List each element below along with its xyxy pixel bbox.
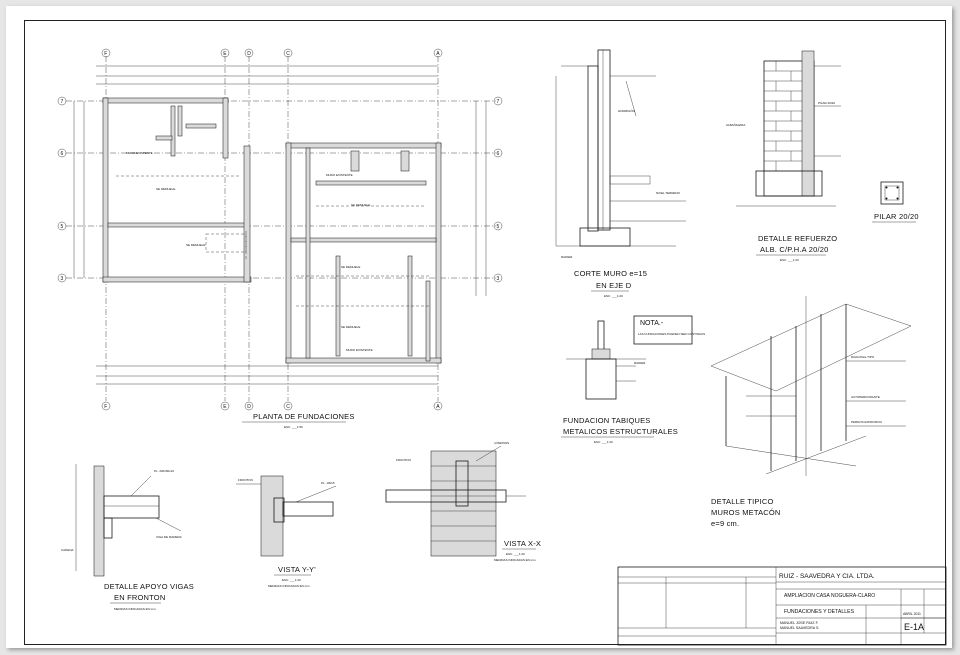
plan-title: PLANTA DE FUNDACIONES [253, 412, 355, 421]
corte-title: CORTE MURO e=15 [574, 269, 647, 278]
axis-label-3-right: 3 [497, 276, 500, 282]
metacon-wall-detail: DIAGONAL TIPO AUTOPERFORANTE PERNOS EXPA… [710, 296, 912, 528]
apoyo-subtitle: EN FRONTON [114, 593, 165, 602]
plan-label-demolish-4: SE DEMUELE [341, 325, 360, 329]
refuerzo-subtitle: ALB. C/P.H.A 20/20 [760, 245, 829, 254]
plan-label-wall-2: MURO EXISTENTE [326, 173, 353, 177]
svg-text:PL. 200x50x10: PL. 200x50x10 [154, 469, 174, 473]
architect-1: MANUEL JOSE RUIZ F. [780, 621, 819, 625]
axis-label-f-bottom: F [104, 404, 107, 410]
axis-label-d-top: D [247, 51, 251, 57]
svg-text:PL. 100x5: PL. 100x5 [321, 481, 335, 485]
plan-label-demolish-3: SE DEMUELE [341, 265, 360, 269]
tabiques-title: FUNDACION TABIQUES [563, 416, 651, 425]
vistayy-note: MEDIDAS INDICADAS EN mm [268, 584, 310, 588]
axis-label-a-bottom: A [436, 404, 440, 410]
axis-label-f-top: F [104, 51, 107, 57]
sheet-date: ABRIL 2011 [903, 612, 921, 616]
metacon-title: DETALLE TIPICO [711, 497, 774, 506]
note-title: NOTA.- [640, 320, 664, 327]
axis-label-e-bottom: E [223, 404, 227, 410]
tabiques-subtitle: METALICOS ESTRUCTURALES [563, 427, 678, 436]
axis-label-3-left: 3 [61, 276, 64, 282]
plan-label-demolish-5: SE DEMUELE [186, 243, 205, 247]
axis-label-5-right: 5 [497, 224, 500, 230]
axis-label-e-top: E [223, 51, 227, 57]
metacon-subtitle-2: e=9 cm. [711, 519, 739, 528]
svg-text:ALBAÑILERIA: ALBAÑILERIA [726, 122, 745, 127]
plan-scale: ESC: ___1:50 [284, 425, 303, 429]
axis-label-d-bottom: D [247, 404, 251, 410]
axis-label-a-top: A [436, 51, 440, 57]
beam-support-detail: PL. 200x50x10 VIGA DE MADERA CADENA DETA… [61, 464, 194, 611]
svg-text:DIAGONAL TIPO: DIAGONAL TIPO [851, 355, 875, 359]
svg-text:CADENA: CADENA [61, 548, 74, 552]
corte-scale: ESC: ___1:20 [604, 294, 623, 298]
note-text: LAS FUNDACIONES PUEDEN SER CONTINUAS [638, 332, 705, 336]
wall-section-detail: NIVEL TERRENO HORMIGÓN RADIER CORTE MURO… [555, 49, 686, 298]
svg-text:PERNOS EXPANSION: PERNOS EXPANSION [851, 420, 882, 424]
svg-text:RADIER: RADIER [634, 361, 646, 365]
view-xx-detail: 4 PERNOS FRONTON VISTA X-X ESC: ___1:20 … [385, 441, 541, 562]
title-block: RUIZ - SAAVEDRA Y CIA. LTDA. AMPLIACION … [617, 566, 947, 646]
svg-text:FRONTON: FRONTON [396, 458, 411, 462]
note-box: NOTA.- LAS FUNDACIONES PUEDEN SER CONTIN… [633, 315, 705, 345]
drawing-canvas: F E D C A F E D C A 7 6 5 3 7 6 5 3 [57, 48, 947, 646]
metacon-subtitle: MUROS METACÓN [711, 508, 781, 517]
view-yy-detail: PL. 100x5 FRONTON VISTA Y-Y' ESC: ___1:2… [236, 475, 337, 588]
plan-label-wall-1: MURO EXISTENTE [126, 151, 153, 155]
drawing-frame [24, 20, 946, 645]
pillar-title: PILAR 20/20 [874, 212, 919, 221]
sheet-content: FUNDACIONES Y DETALLES [784, 609, 855, 615]
vistaxx-title: VISTA X-X [504, 539, 541, 548]
axis-label-6-left: 6 [61, 151, 64, 157]
svg-text:4 PERNOS: 4 PERNOS [494, 441, 509, 445]
corte-subtitle: EN EJE D [596, 281, 632, 290]
svg-text:AUTOPERFORANTE: AUTOPERFORANTE [851, 395, 880, 399]
project-name: AMPLIACION CASA NOGUERA-CLARO [784, 593, 875, 599]
svg-text:HORMIGÓN: HORMIGÓN [618, 108, 635, 113]
svg-text:VIGA DE MADERA: VIGA DE MADERA [156, 535, 182, 539]
axis-label-7-left: 7 [61, 99, 64, 105]
axis-label-6-right: 6 [497, 151, 500, 157]
vistaxx-note: MEDIDAS INDICADAS EN mm [494, 558, 536, 562]
axis-label-5-left: 5 [61, 224, 64, 230]
reinforcement-detail: PILAR 20/20 ALBAÑILERIA DETALLE REFUERZO… [726, 50, 841, 262]
pillar-detail: PILAR 20/20 [872, 181, 919, 223]
plan-label-wall-3: MURO EXISTENTE [346, 348, 373, 352]
apoyo-note: MEDIDAS INDICADAS EN mm [114, 607, 156, 611]
plan-label-demolish-1: SE DEMUELE [156, 187, 175, 191]
foundation-plan: F E D C A F E D C A 7 6 5 3 7 6 5 3 [57, 48, 503, 429]
plan-label-demolish-2: SE DEMUELE [351, 203, 370, 207]
axis-label-c-bottom: C [286, 404, 290, 410]
architect-2: MANUEL SAAVEDRA S. [780, 626, 819, 630]
partition-foundation-detail: RADIER FUNDACION TABIQUES METALICOS ESTR… [561, 320, 678, 444]
vistaxx-scale: ESC: ___1:20 [506, 552, 525, 556]
refuerzo-title: DETALLE REFUERZO [758, 234, 837, 243]
refuerzo-scale: ESC: ___1:20 [780, 258, 799, 262]
vistayy-title: VISTA Y-Y' [278, 565, 316, 574]
svg-text:PILAR 20/20: PILAR 20/20 [818, 101, 835, 105]
axis-label-c-top: C [286, 51, 290, 57]
apoyo-title: DETALLE APOYO VIGAS [104, 582, 194, 591]
vistayy-scale: ESC: ___1:20 [282, 578, 301, 582]
tabiques-scale: ESC: ___1:20 [594, 440, 613, 444]
svg-text:RADIER: RADIER [561, 255, 573, 259]
svg-text:NIVEL TERRENO: NIVEL TERRENO [656, 191, 681, 195]
drawing-sheet: F E D C A F E D C A 7 6 5 3 7 6 5 3 [6, 6, 952, 648]
sheet-number: E-1A [904, 622, 924, 632]
axis-label-7-right: 7 [497, 99, 500, 105]
svg-text:FRONTON: FRONTON [238, 478, 253, 482]
company-name: RUIZ - SAAVEDRA Y CIA. LTDA. [779, 573, 875, 580]
